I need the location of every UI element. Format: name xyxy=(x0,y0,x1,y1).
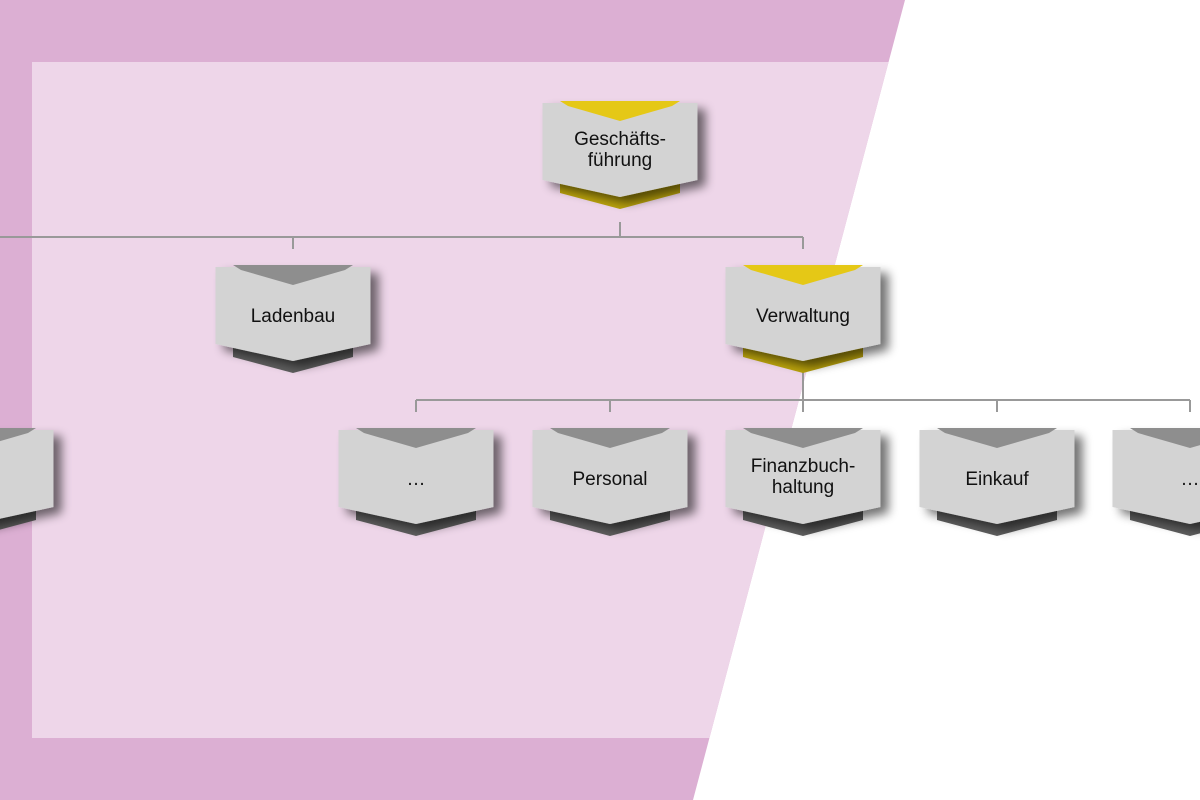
node-label: haltung xyxy=(772,477,834,498)
node-label: Einkauf xyxy=(965,469,1029,490)
node-box xyxy=(919,430,1075,524)
node-top-tab xyxy=(356,428,476,448)
node-label: Finanzbuch- xyxy=(751,456,856,477)
node-top-tab xyxy=(0,428,36,442)
node-label: Geschäfts- xyxy=(574,129,666,150)
node-top-tab xyxy=(743,428,863,448)
org-node-einkauf[interactable]: Einkauf xyxy=(919,428,1075,536)
org-node-more-left[interactable]: … xyxy=(338,428,494,536)
org-node-verwaltung[interactable]: Verwaltung xyxy=(725,265,881,373)
node-top-tab xyxy=(1130,428,1200,448)
node-top-tab xyxy=(937,428,1057,448)
org-node-ladenbau[interactable]: Ladenbau xyxy=(215,265,371,373)
node-top-tab xyxy=(233,265,353,285)
node-box xyxy=(338,430,494,524)
node-top-tab xyxy=(550,428,670,448)
node-box xyxy=(542,103,698,197)
node-label: Verwaltung xyxy=(756,306,850,327)
node-box xyxy=(725,267,881,361)
node-label: führung xyxy=(588,150,652,171)
node-box xyxy=(215,267,371,361)
node-label: … xyxy=(1181,469,1200,490)
org-node-personal[interactable]: Personal xyxy=(532,428,688,536)
node-top-tab xyxy=(560,101,680,121)
node-label: Ladenbau xyxy=(251,306,336,327)
org-node-left-partial[interactable] xyxy=(0,428,54,536)
org-node-finanzbuchhaltung[interactable]: Finanzbuch-haltung xyxy=(725,428,881,536)
node-label: Personal xyxy=(573,469,648,490)
node-box xyxy=(532,430,688,524)
connector-lines xyxy=(0,222,1191,412)
node-top-tab xyxy=(743,265,863,285)
node-box xyxy=(0,430,54,519)
org-node-more-right[interactable]: … xyxy=(1112,428,1200,536)
org-node-geschaeftsfuehrung[interactable]: Geschäfts-führung xyxy=(542,101,698,209)
node-box xyxy=(725,430,881,524)
node-label: … xyxy=(407,469,426,490)
node-box xyxy=(1112,430,1200,524)
